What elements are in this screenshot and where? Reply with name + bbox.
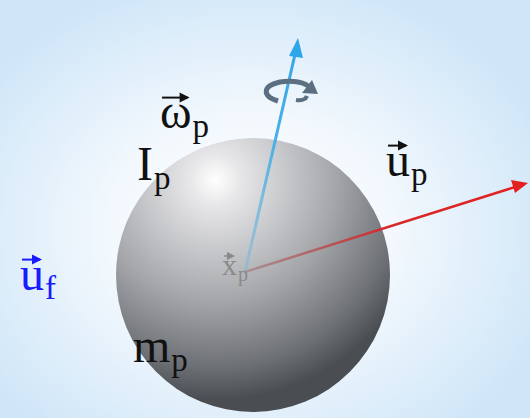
angular-velocity-head	[289, 38, 303, 58]
symbol-label: u	[386, 136, 410, 184]
subscript-label: p	[193, 110, 210, 143]
symbol-label: x	[222, 250, 237, 280]
subscript-label: f	[45, 272, 56, 305]
velocity-arrow	[245, 187, 515, 272]
subscript-label: p	[411, 158, 428, 191]
subscript-label: p	[238, 264, 248, 284]
rotation-symbol-tail	[296, 96, 307, 100]
rotation-symbol-head	[302, 80, 318, 94]
symbol-label: ω	[160, 88, 192, 136]
subscript-label: p	[171, 344, 188, 377]
rotation-symbol	[266, 81, 310, 101]
symbol-label: m	[133, 322, 170, 370]
subscript-label: p	[154, 162, 171, 195]
symbol-label: u	[20, 250, 44, 298]
velocity-head	[511, 180, 528, 193]
symbol-label: I	[137, 140, 153, 188]
particle-sphere	[116, 138, 390, 412]
